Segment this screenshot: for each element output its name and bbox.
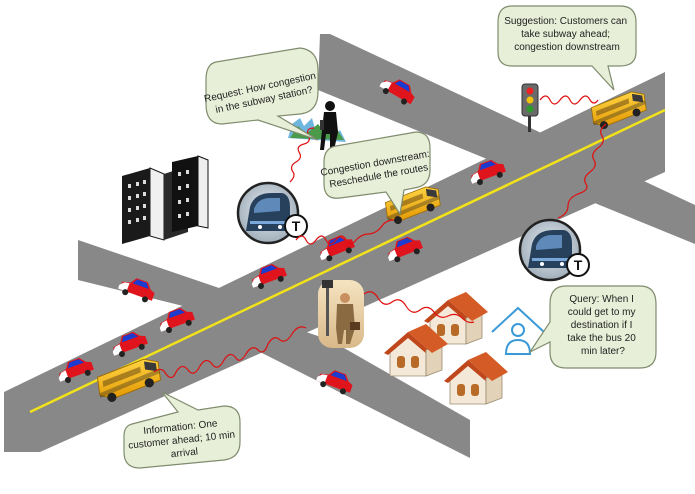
subway-badge-label: T (574, 257, 583, 273)
callout-line: destination if I (571, 320, 633, 331)
callout-information: Information: One customer ahead; 10 min … (123, 391, 241, 469)
traffic-light-icon (521, 83, 539, 132)
man-at-bus-stop-icon (318, 280, 364, 348)
callout-reschedule: Congestion downstream: Reschedule the ro… (320, 131, 431, 216)
city-buildings-icon (122, 155, 209, 244)
callout-line: take subway ahead; (521, 29, 610, 40)
callout-line: could get to my (568, 307, 636, 318)
person-with-phone-icon (288, 101, 346, 150)
subway-station-right: T (518, 218, 590, 282)
callout-line: take the bus 20 (567, 333, 636, 344)
callout-query-text: Query: When I could get to my destinatio… (567, 294, 638, 357)
lower-cross-road (260, 320, 470, 458)
callout-line: Query: When I (569, 294, 633, 305)
callout-query: Query: When I could get to my destinatio… (528, 285, 657, 369)
callout-suggestion-text: Suggestion: Customers can take subway ah… (504, 16, 630, 53)
callout-suggestion: Suggestion: Customers can take subway ah… (497, 5, 637, 91)
house-icon (443, 351, 509, 405)
callout-line: congestion downstream (514, 42, 620, 53)
callout-request: Request: How congestion in the subway st… (203, 47, 319, 141)
main-road-left-end (4, 392, 40, 452)
callout-line: min later? (581, 346, 625, 357)
subway-badge-label: T (292, 218, 301, 234)
subway-station-upper: T (236, 181, 308, 245)
callout-line: Suggestion: Customers can (504, 16, 627, 27)
road-centerline (29, 108, 666, 414)
callout-line: arrival (170, 446, 198, 460)
home-user-icon (491, 306, 545, 355)
